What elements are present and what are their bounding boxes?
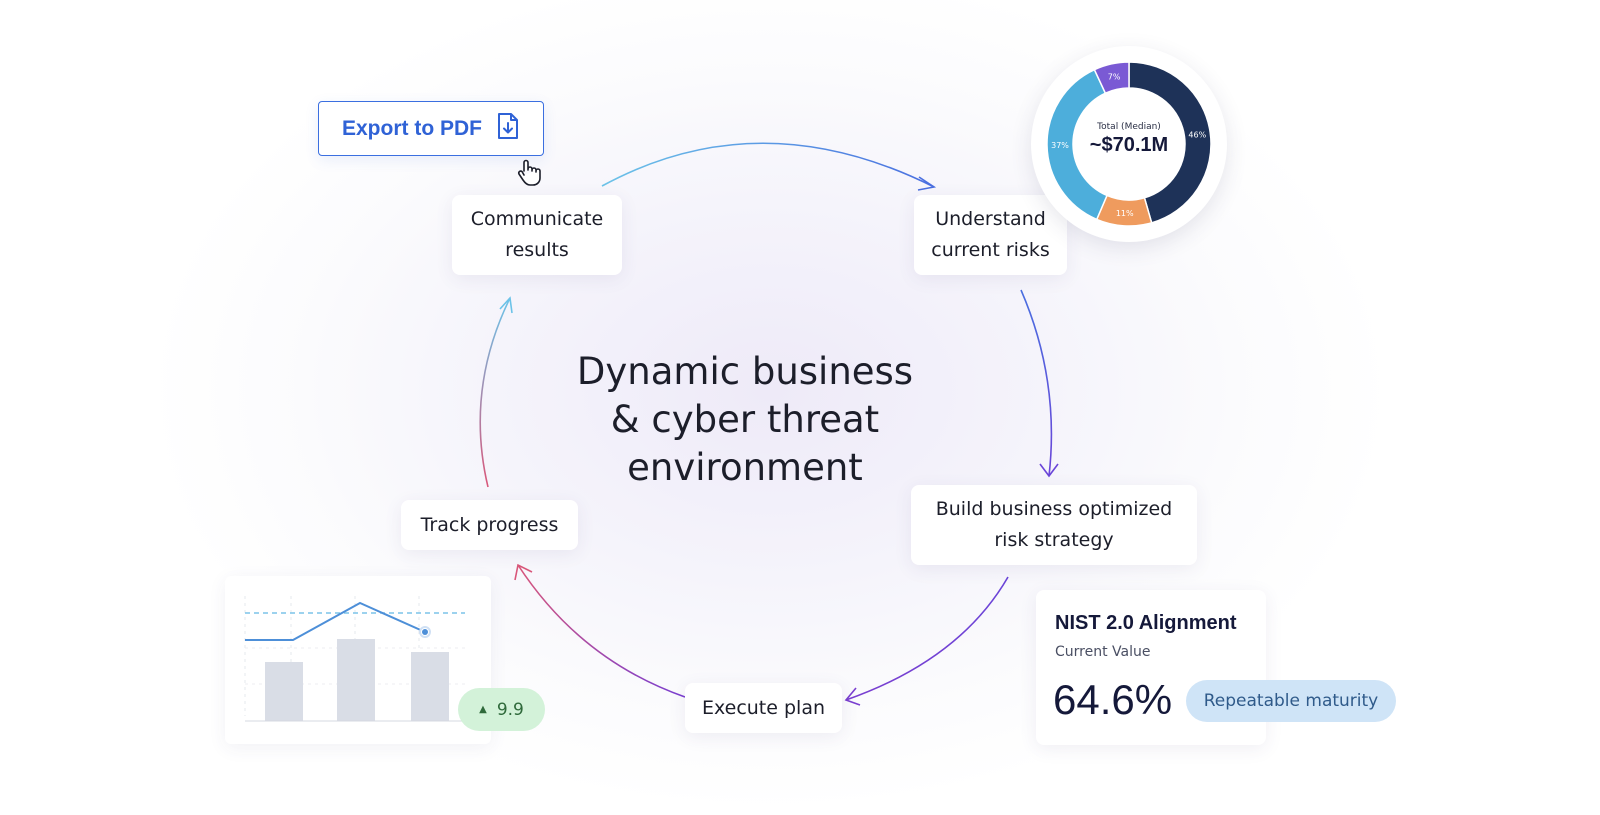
step-track-progress: Track progress xyxy=(401,500,578,550)
arrowhead-track xyxy=(514,563,533,581)
donut-slice-label: 11% xyxy=(1116,209,1134,218)
step-execute-plan: Execute plan xyxy=(685,683,842,733)
nist-card-title: NIST 2.0 Alignment xyxy=(1055,612,1237,634)
step-label-line-1: Communicate xyxy=(470,208,604,230)
arrow-build-to-execute xyxy=(845,576,1009,701)
trend-point-core xyxy=(422,629,428,635)
trend-line xyxy=(245,601,426,641)
bar xyxy=(411,652,449,721)
step-communicate-results: Communicate results xyxy=(452,195,622,275)
triangle-up-icon: ▲ xyxy=(479,704,487,715)
donut-slice-label: 37% xyxy=(1051,141,1069,150)
step-label-line-1: Track progress xyxy=(420,513,559,536)
progress-chart xyxy=(244,596,465,722)
donut-chart: 46% 11% 37% 7% xyxy=(1046,61,1212,227)
donut-slice xyxy=(1093,61,1130,95)
progress-badge-value: 9.9 xyxy=(496,699,524,720)
nist-card-value: 64.6% xyxy=(1053,676,1173,723)
bar xyxy=(337,639,375,721)
donut-center: Total (Median) ~$70.1M xyxy=(1074,122,1184,157)
center-title: Dynamic business & cyber threat environm… xyxy=(545,348,945,492)
bar xyxy=(265,662,303,721)
arrowhead-execute xyxy=(844,687,861,706)
progress-chart-card xyxy=(225,576,491,744)
arrow-execute-to-track xyxy=(517,564,686,698)
center-title-line-3: environment xyxy=(627,446,863,489)
donut-slice xyxy=(1128,61,1212,224)
export-button-label: Export to PDF xyxy=(342,116,482,140)
export-to-pdf-button[interactable]: Export to PDF xyxy=(318,101,544,156)
arrowhead-build xyxy=(1039,463,1059,478)
donut-slice-label: 7% xyxy=(1108,73,1121,82)
step-label-line-1: Build business optimized xyxy=(935,498,1173,520)
step-label-line-1: Understand xyxy=(935,208,1046,230)
step-understand-current-risks: Understand current risks xyxy=(914,195,1067,275)
progress-badge: ▲ 9.9 xyxy=(458,688,545,731)
maturity-pill: Repeatable maturity xyxy=(1186,680,1396,722)
step-label-line-2: results xyxy=(505,239,569,261)
step-build-risk-strategy: Build business optimized risk strategy xyxy=(911,485,1197,565)
step-label-line-2: current risks xyxy=(931,239,1050,261)
donut-slice-label: 46% xyxy=(1188,130,1206,139)
center-title-line-1: Dynamic business xyxy=(576,350,914,393)
file-download-icon xyxy=(496,112,520,146)
hand-cursor-icon xyxy=(515,158,545,192)
nist-card-subtitle: Current Value xyxy=(1055,644,1151,660)
arrowhead-understand xyxy=(917,176,937,191)
arrow-understand-to-build xyxy=(1020,289,1053,477)
step-label-line-2: risk strategy xyxy=(994,529,1114,551)
arrow-track-to-communicate xyxy=(479,297,511,488)
step-label-line-1: Execute plan xyxy=(701,696,826,719)
center-title-line-2: & cyber threat xyxy=(610,398,880,441)
arrow-communicate-to-understand xyxy=(601,142,935,188)
arrowhead-communicate xyxy=(499,296,513,314)
donut-center-value: ~$70.1M xyxy=(1089,134,1169,156)
donut-center-label: Total (Median) xyxy=(1097,122,1161,132)
donut-slice xyxy=(1046,68,1108,221)
